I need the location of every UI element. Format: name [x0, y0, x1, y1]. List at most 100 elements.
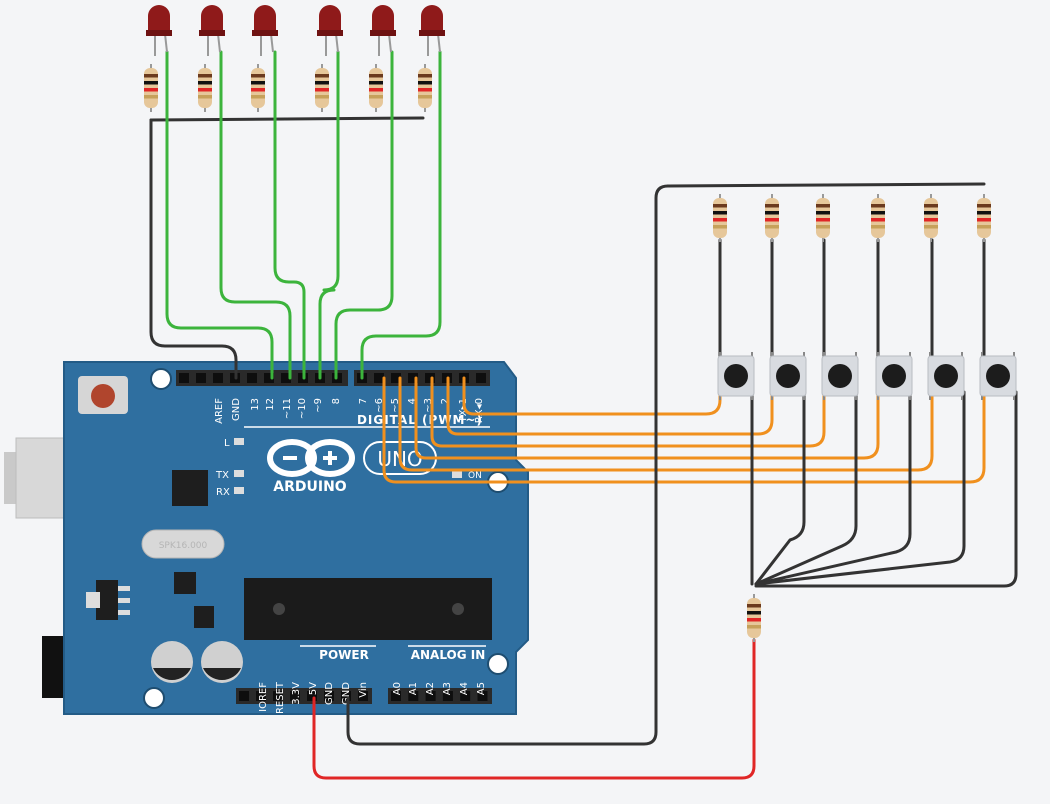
button-out-wire-6 [754, 390, 1018, 588]
button-out-wire-4 [754, 390, 912, 586]
capacitor [151, 641, 193, 683]
brand-label: ARDUINO [273, 479, 347, 495]
led-wire-4 [318, 50, 340, 380]
header-socket[interactable] [307, 691, 317, 701]
pin-label: GND [231, 398, 242, 421]
pin-label: A4 [459, 682, 470, 695]
arduino-logo [267, 439, 355, 477]
pin-label: A5 [476, 682, 487, 695]
header-socket[interactable] [476, 373, 486, 383]
header-socket[interactable] [273, 691, 283, 701]
mounting-hole [487, 653, 509, 675]
push-button[interactable] [717, 352, 755, 400]
leds [146, 5, 445, 56]
pin-label: ~6 [374, 398, 385, 413]
led-l [234, 438, 244, 445]
led-resistor[interactable] [315, 64, 329, 112]
header-socket[interactable] [196, 373, 206, 383]
voltage-regulator [86, 580, 130, 620]
microcontroller-chip [244, 578, 492, 640]
header-socket[interactable] [374, 373, 384, 383]
led-resistor[interactable] [369, 64, 383, 112]
header-socket[interactable] [341, 691, 351, 701]
push-button[interactable] [875, 352, 913, 400]
led-resistor[interactable] [198, 64, 212, 112]
pin-label: A0 [392, 682, 403, 695]
push-button[interactable] [979, 352, 1017, 400]
pin-label: ~3 [423, 398, 434, 413]
header-socket[interactable] [256, 691, 266, 701]
led[interactable] [146, 5, 172, 56]
pin-label: 4 [407, 398, 418, 404]
header-socket[interactable] [425, 691, 436, 701]
small-chip [174, 572, 196, 594]
header-socket[interactable] [239, 691, 249, 701]
led[interactable] [317, 5, 343, 56]
header-socket[interactable] [324, 691, 334, 701]
header-socket[interactable] [358, 691, 368, 701]
header-socket[interactable] [213, 373, 223, 383]
button-resistor[interactable] [924, 194, 938, 242]
pin-label: A1 [408, 682, 419, 695]
pin-label: RX◂0 [474, 398, 485, 423]
gnd-return-wire [346, 184, 670, 746]
led[interactable] [199, 5, 225, 56]
power-header [236, 688, 372, 704]
header-socket[interactable] [425, 373, 435, 383]
digital-header-label: DIGITAL (PWM~) [357, 413, 483, 427]
resistors [144, 64, 991, 642]
button-resistor[interactable] [977, 194, 991, 242]
button-resistor[interactable] [713, 194, 727, 242]
led[interactable] [252, 5, 278, 56]
led-wire-1 [165, 50, 274, 380]
push-button[interactable] [927, 352, 965, 400]
header-socket[interactable] [290, 691, 300, 701]
header-socket[interactable] [442, 691, 453, 701]
led-wire-6 [360, 50, 442, 380]
header-socket[interactable] [460, 691, 471, 701]
button-top-bus-wire [666, 182, 986, 188]
header-socket[interactable] [408, 691, 419, 701]
usb-chip [172, 470, 208, 506]
led-on-label: ON [468, 471, 482, 481]
header-socket[interactable] [477, 691, 488, 701]
push-button[interactable] [821, 352, 859, 400]
push-button[interactable] [769, 352, 807, 400]
led[interactable] [370, 5, 396, 56]
led[interactable] [419, 5, 445, 56]
button-resistor[interactable] [816, 194, 830, 242]
header-socket[interactable] [391, 373, 401, 383]
reset-button[interactable] [78, 376, 128, 414]
button-wire-6 [382, 376, 986, 484]
header-socket[interactable] [281, 373, 291, 383]
header-socket[interactable] [179, 373, 189, 383]
led-rx-label: RX [216, 487, 230, 498]
led-resistor[interactable] [418, 64, 432, 112]
button-resistor[interactable] [765, 194, 779, 242]
button-out-wire-3 [754, 390, 858, 586]
pin-label: GND [341, 682, 352, 705]
pin-label: GND [324, 682, 335, 705]
header-socket[interactable] [247, 373, 257, 383]
pin-label: 12 [265, 398, 276, 411]
header-socket[interactable] [264, 373, 274, 383]
pulldown-resistor[interactable] [747, 594, 761, 642]
pin-label: Vin [358, 682, 369, 698]
pin-label: 13 [250, 398, 261, 411]
led-rx [234, 487, 244, 494]
header-socket[interactable] [408, 373, 418, 383]
pin-label: 8 [331, 398, 342, 404]
led-resistor[interactable] [251, 64, 265, 112]
analog-header-label: ANALOG IN [411, 648, 486, 662]
crystal: SPK16.000 [141, 529, 225, 559]
pin-label: RESET [275, 681, 286, 714]
led-ground-bus-wire [149, 116, 425, 122]
button-resistor[interactable] [871, 194, 885, 242]
header-socket[interactable] [391, 691, 401, 701]
digital-header-right [354, 370, 490, 386]
button-wire-2 [446, 376, 774, 436]
led-resistor[interactable] [144, 64, 158, 112]
pin-label: ~11 [282, 398, 293, 419]
